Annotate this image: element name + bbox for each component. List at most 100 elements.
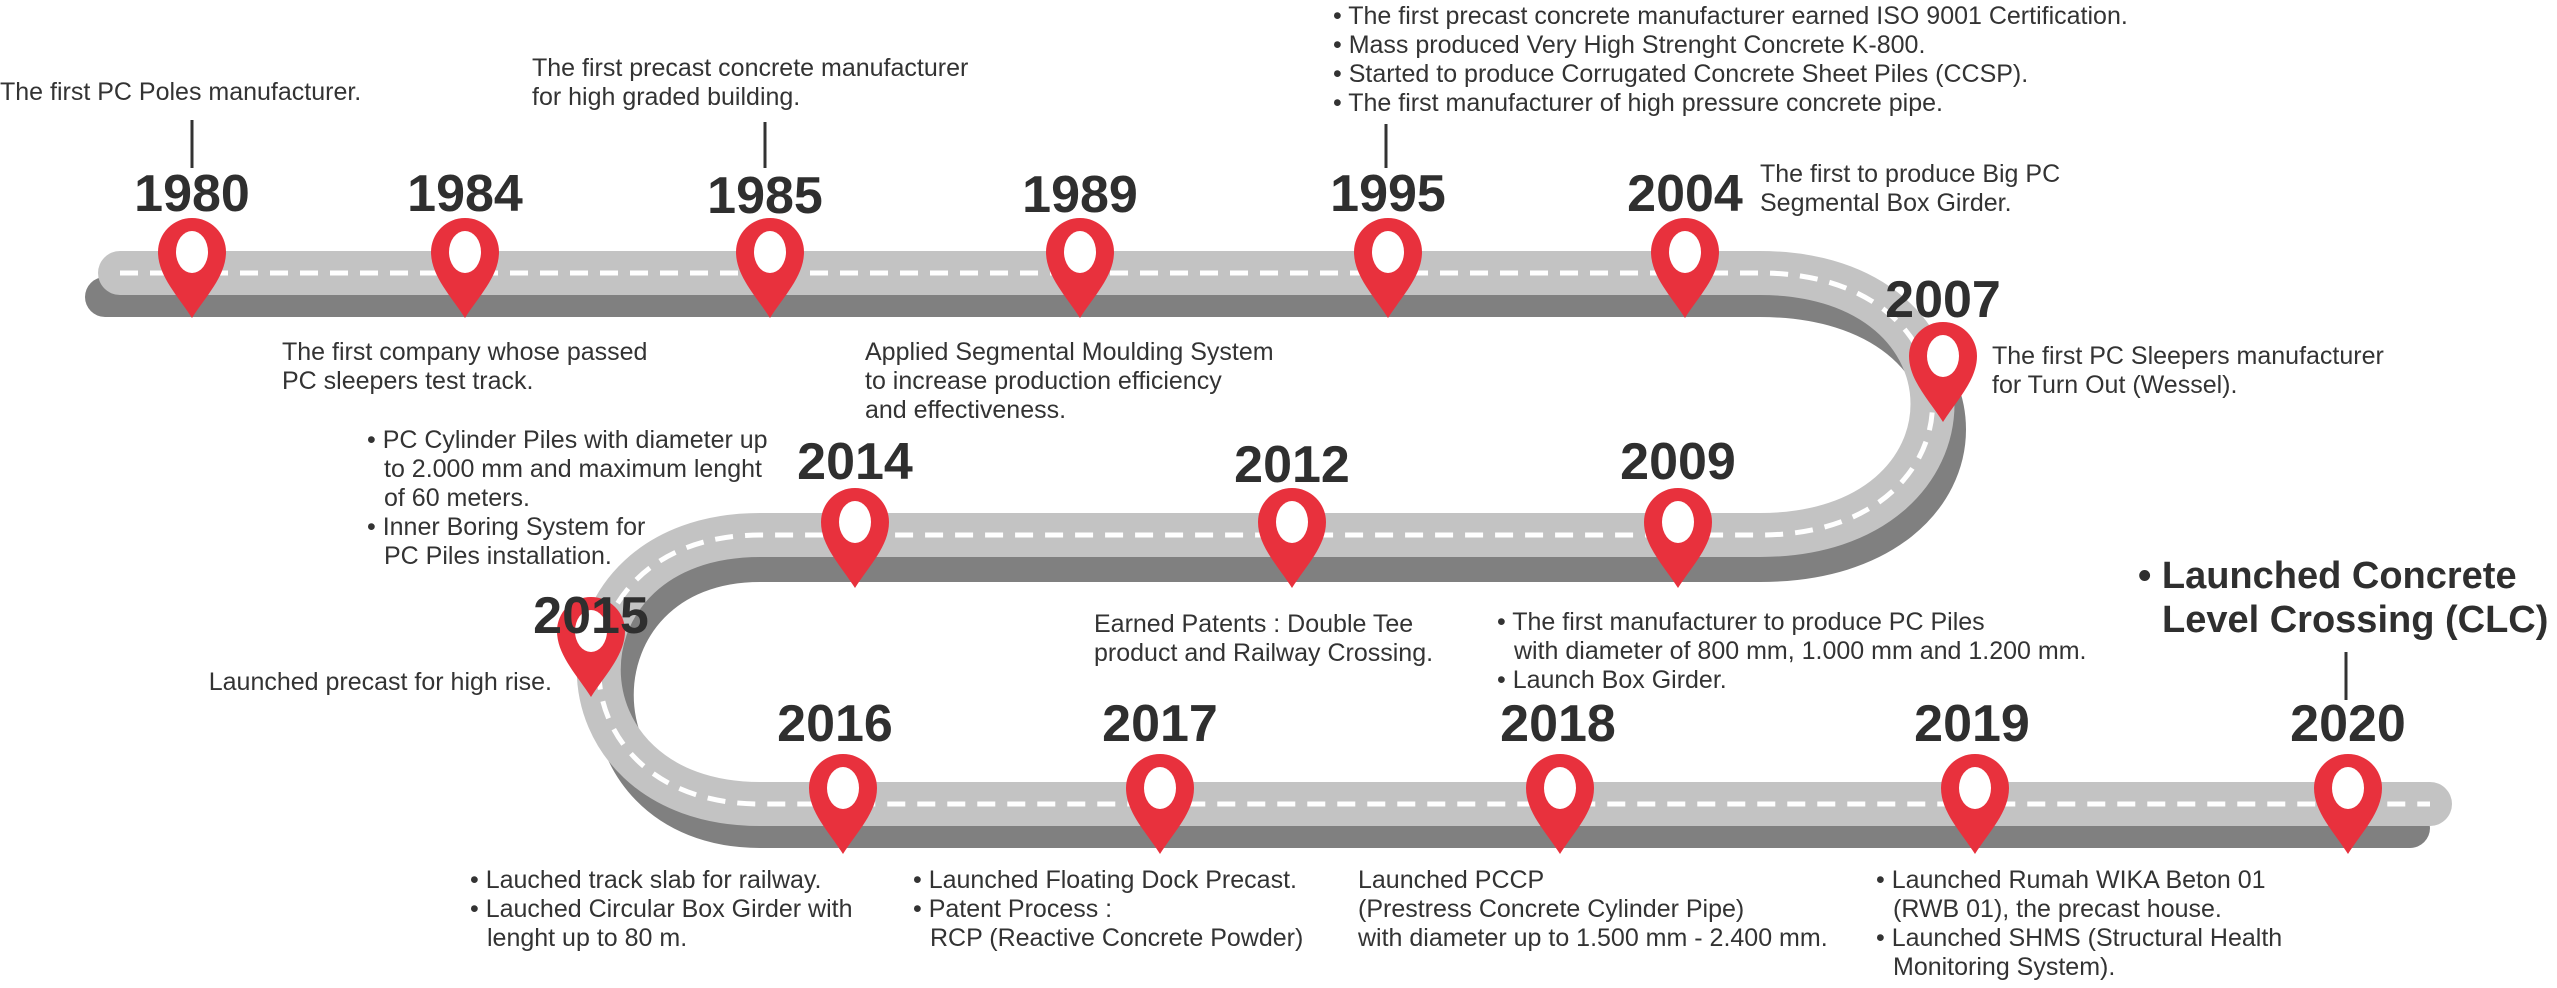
milestone-text-line: for Turn Out (Wessel). [1992,371,2238,399]
milestone-description: • Lauched track slab for railway.• Lauch… [470,866,853,953]
year-label: 2015 [533,587,649,645]
map-pin-hole [839,501,871,543]
map-pin-icon [557,597,625,697]
map-pin-icon [431,218,499,318]
milestone-text-line: • Patent Process : [913,895,1113,923]
map-pin-hole [1669,231,1701,273]
map-pin-icon [1126,754,1194,854]
milestone-text-line: Launched precast for high rise. [208,668,552,696]
milestone-description: Launched PCCP(Prestress Concrete Cylinde… [1358,866,1828,953]
milestone-text-line: with diameter up to 1.500 mm - 2.400 mm. [1358,924,1828,952]
map-pin-icon [1354,218,1422,318]
map-pin-hole [1144,767,1176,809]
milestone-text-line: • Lauched track slab for railway. [470,866,822,894]
milestone-description: • The first manufacturer to produce PC P… [1497,608,2086,695]
milestone-description: The first PC Poles manufacturer. [0,78,361,107]
milestone-text-line: • Launched Concrete [2138,555,2517,597]
milestone-text-line: Applied Segmental Moulding System [865,338,1274,366]
map-pin-icon [1651,218,1719,318]
milestone-text-line: Segmental Box Girder. [1760,189,2012,217]
milestone-description: Launched precast for high rise. [0,668,552,697]
map-pin-icon [1941,754,2009,854]
milestone-text-line: for high graded building. [532,83,801,111]
map-pin-icon [1526,754,1594,854]
milestone-text-line: Level Crossing (CLC) [2162,599,2549,641]
milestone-text-line: PC Piles installation. [384,542,612,570]
year-label: 2020 [2290,695,2406,753]
map-pin-hole [1276,501,1308,543]
milestone-text-line: The first PC Poles manufacturer. [0,78,362,106]
milestone-text-line: (RWB 01), the precast house. [1893,895,2222,923]
year-label: 2019 [1914,695,2030,753]
map-pin-icon [2314,754,2382,854]
map-pin-hole [754,231,786,273]
map-pin-hole [1064,231,1096,273]
year-label: 2018 [1500,695,1616,753]
year-label: 2004 [1627,165,1743,223]
milestone-text-line: • Launched SHMS (Structural Health [1876,924,2283,952]
milestone-text-line: • The first manufacturer of high pressur… [1333,89,1943,117]
milestone-description: • The first precast concrete manufacture… [1333,2,2128,118]
year-label: 1985 [707,167,823,225]
milestone-text-line: lenght up to 80 m. [487,924,688,952]
map-pin-hole [2332,767,2364,809]
milestone-text-line: The first PC Sleepers manufacturer [1992,342,2384,370]
map-pin-hole [575,610,607,652]
map-pin-hole [449,231,481,273]
milestone-text-line: The first company whose passed [282,338,648,366]
milestone-text-line: • Launch Box Girder. [1497,666,1727,694]
milestone-text-line: • PC Cylinder Piles with diameter up [367,426,768,454]
map-pin-icon [736,218,804,318]
map-pin-icon [1258,488,1326,588]
map-pin-hole [1662,501,1694,543]
milestone-description: • Launched Rumah WIKA Beton 01(RWB 01), … [1876,866,2282,982]
map-pin-icon [1046,218,1114,318]
milestone-text-line: • Mass produced Very High Strenght Concr… [1333,31,1926,59]
year-label: 1989 [1022,166,1138,224]
milestone-text-line: • The first precast concrete manufacture… [1333,2,2128,30]
milestone-text-line: The first precast concrete manufacturer [532,54,969,82]
milestone-text-line: Launched PCCP [1358,866,1545,894]
milestone-text-line: • Launched Rumah WIKA Beton 01 [1876,866,2266,894]
year-label: 1995 [1330,165,1446,223]
milestone-text-line: (Prestress Concrete Cylinder Pipe) [1358,895,1745,923]
year-label: 2016 [777,695,893,753]
milestone-text-line: Earned Patents : Double Tee [1094,610,1414,638]
milestone-text-line: to increase production efficiency [865,367,1222,395]
map-pin-hole [176,231,208,273]
year-label: 2007 [1885,271,2001,329]
milestone-text-line: RCP (Reactive Concrete Powder) [930,924,1304,952]
milestone-text-line: of 60 meters. [384,484,530,512]
milestone-text-line: • Lauched Circular Box Girder with [470,895,853,923]
milestone-text-line: PC sleepers test track. [282,367,534,395]
milestone-text-line: • Launched Floating Dock Precast. [913,866,1297,894]
map-pin-hole [827,767,859,809]
map-pin-hole [1544,767,1576,809]
milestone-text-line: and effectiveness. [865,396,1067,424]
milestone-text-line: product and Railway Crossing. [1094,639,1434,667]
map-pin-icon [821,488,889,588]
milestone-description: • Launched Floating Dock Precast.• Paten… [913,866,1303,953]
milestone-text-line: with diameter of 800 mm, 1.000 mm and 1.… [1514,637,2087,665]
milestone-text-line: • Inner Boring System for [367,513,646,541]
milestone-text-line: The first to produce Big PC [1760,160,2061,188]
year-label: 2009 [1620,433,1736,491]
milestone-text-line: Monitoring System). [1893,953,2116,981]
map-pin-hole [1927,335,1959,377]
year-label: 2012 [1234,436,1350,494]
map-pin-icon [809,754,877,854]
year-label: 1984 [407,165,523,223]
milestone-text-line: • Started to produce Corrugated Concrete… [1333,60,2029,88]
map-pin-icon [158,218,226,318]
year-label: 2014 [797,433,913,491]
map-pin-hole [1372,231,1404,273]
